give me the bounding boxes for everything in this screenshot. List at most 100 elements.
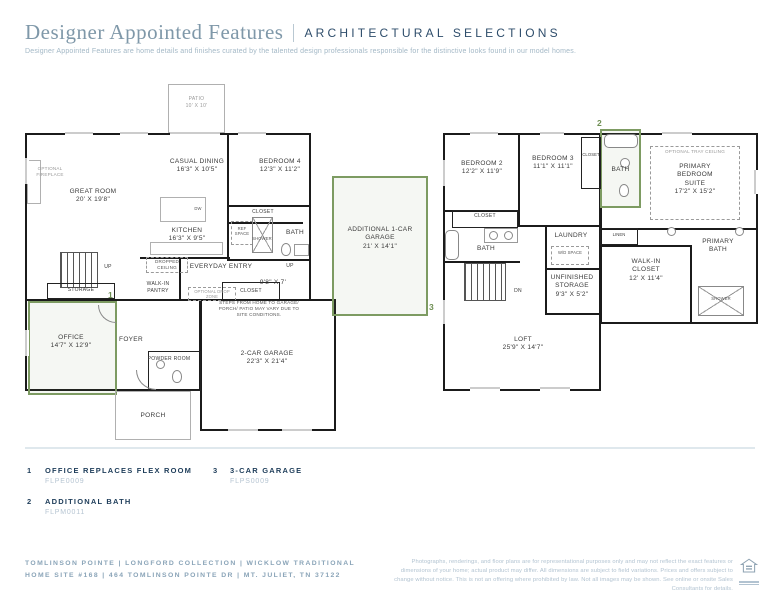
room-name: EVERYDAY ENTRY [189,263,253,270]
tub-icon [604,134,638,148]
label-steps-note: STEPS FROM HOME TO GARAGE/ PORCH/ PATIO … [213,300,305,318]
window [662,131,692,136]
wall-wic-top [600,245,692,247]
room-label-primary-bath: PRIMARY BATH [694,238,742,255]
room-label-patio: PATIO 10' X 10' [168,96,225,109]
room-dims: 20' X 19'8" [75,196,111,204]
wall-kitchen-south [140,257,230,259]
sink-icon [620,158,630,168]
equal-housing-caption-line [739,581,759,583]
window [540,131,564,136]
tray-ceiling-box [650,146,740,220]
wall-bed2-bed3 [518,133,520,225]
legend-item-number: 1 [27,466,33,475]
room-dims: 22'3" X 21'4" [246,358,288,366]
sink-icon [504,231,513,240]
bath-sink-icon [294,244,309,256]
patio-door [170,131,220,136]
feature-marker-3: 3 [429,302,434,312]
window [470,386,500,391]
garage-door [228,428,258,433]
room-name: LAUNDRY [554,232,588,239]
window [753,170,758,194]
room-name: OPTIONAL FIREPLACE [36,166,64,177]
label-hall-dims: 9'8" X 7' [250,279,296,287]
room-name: REF SPACE [234,226,250,237]
equal-housing-caption-line [739,583,759,585]
label-tray-ceiling: OPTIONAL TRAY CEILING [652,149,738,155]
page-description: Designer Appointed Features are home det… [25,48,577,55]
disclaimer-text: Photographs, renderings, and floor plans… [394,559,733,592]
room-name: KITCHEN [171,227,203,234]
wall-pantry-right [179,259,181,299]
room-label-bath: BATH [275,229,315,237]
legend-divider [25,447,755,449]
room-dims: 25'9" X 14'7" [502,344,544,352]
note-text: STEPS FROM HOME TO GARAGE/ PORCH/ PATIO … [218,300,300,317]
legend-item-code: FLPS0009 [230,478,270,485]
room-name: PATIO [188,96,205,102]
room-name: PORCH [140,412,166,419]
wall-bed2-bottom [443,210,520,212]
wall-hallbath-bottom [443,261,520,263]
room-label-unfinished-storage: UNFINISHED STORAGE 9'3" X 5'2" [542,274,602,299]
room-name: BEDROOM 2 [461,160,503,167]
header-divider [293,23,295,42]
room-name: DROPPED CEILING [154,259,180,270]
label-dw: DW [190,206,206,211]
room-label-office: OFFICE 14'7" X 12'9" [40,334,102,351]
room-name: OPTIONAL DROP ZONE [194,289,230,300]
room-name: WALK-IN CLOSET [631,258,661,274]
label-stairs-dn: DN [508,288,528,295]
room-label-porch: PORCH [124,412,182,420]
label-linen: LINEN [604,232,634,237]
sink-icon [489,231,498,240]
room-label-foyer: FOYER [108,336,154,344]
legend-item-code: FLPE0009 [45,478,85,485]
window [540,386,570,391]
legend-item-title: ADDITIONAL BATH [45,497,132,506]
kitchen-island [160,197,206,222]
room-dims: 10' X 10' [185,102,208,109]
label-bed3-closet: CLOSET [578,152,604,157]
room-label-garage: 2-CAR GARAGE 22'3" X 21'4" [237,350,297,367]
room-name: BATH [611,166,630,173]
room-label-additional-garage: ADDITIONAL 1-CAR GARAGE 21' X 14'1" [347,226,413,251]
room-name: 2-CAR GARAGE [240,350,294,357]
page-title: Designer Appointed Features [25,20,284,44]
room-label-great-room: GREAT ROOM 20' X 19'8" [64,188,122,205]
label-ref-space: REF SPACE [230,226,254,237]
drop-zone-box [188,287,236,301]
room-label-primary-suite: PRIMARY BEDROOM SUITE 17'2" X 15'2" [668,163,722,197]
legend-item-title: 3-CAR GARAGE [230,466,303,475]
room-label-pantry: WALK-IN PANTRY [136,281,180,294]
feature-marker-1: 1 [108,290,113,300]
wall-closet-top [227,205,311,207]
wall-wic-right [690,245,692,324]
room-name: POWDER ROOM [147,356,191,362]
room-name: OPTIONAL TRAY CEILING [665,149,725,154]
room-name: PRIMARY BATH [702,238,734,254]
room-name: BEDROOM 4 [259,158,301,165]
dropped-ceiling-box [146,257,188,273]
kitchen-counter [150,242,223,255]
window [120,131,148,136]
room-name: SHOWER [711,296,731,301]
community-line: TOMLINSON POINTE | LONGFORD COLLECTION |… [25,560,356,567]
tub-icon [445,230,459,260]
legend-item-title: OFFICE REPLACES FLEX ROOM [45,466,193,475]
label-drop-zone: OPTIONAL DROP ZONE [190,289,234,300]
wall-bath-bottom [227,259,311,261]
window [65,131,93,136]
room-name: CLOSET [474,213,496,219]
room-name: W/D SPACE [557,250,583,255]
stairs-down [464,263,506,301]
room-name: OFFICE [58,334,84,341]
room-label-everyday-entry: EVERYDAY ENTRY [189,263,253,271]
room-name: CLOSET [240,288,262,294]
window [24,158,29,184]
wd-space-box [551,246,589,265]
shower-box [252,217,273,253]
bed3-closet-box [581,137,601,189]
